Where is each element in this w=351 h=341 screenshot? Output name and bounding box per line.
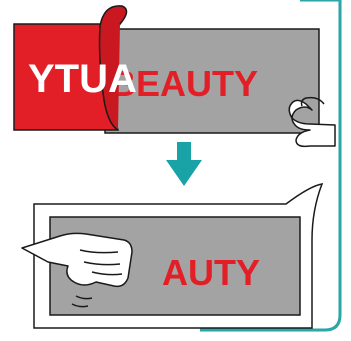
step2-panel-word: AUTY <box>162 252 260 293</box>
step1-sticker-word: YTUA <box>28 57 137 101</box>
step1-panel: BEAUTY <box>105 29 319 133</box>
arrow-head <box>166 160 202 186</box>
arrow-shaft <box>177 142 191 162</box>
arrow-down-icon <box>166 142 202 186</box>
